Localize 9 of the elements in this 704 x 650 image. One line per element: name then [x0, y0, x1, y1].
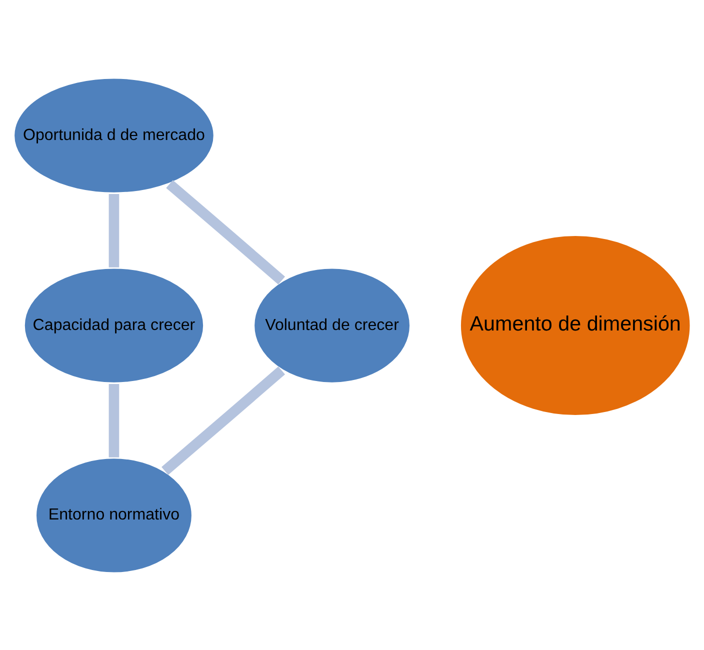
connector	[162, 366, 286, 474]
connector	[108, 383, 120, 457]
connector	[108, 194, 120, 267]
connector	[166, 180, 286, 284]
node-ellipse: Entorno normativo	[34, 456, 194, 574]
node-ellipse: Aumento de dimensión	[458, 233, 692, 417]
node-ellipse: Capacidad para crecer	[22, 266, 206, 384]
node-ellipse: Voluntad de crecer	[252, 266, 412, 384]
node-ellipse: Oportunida d de mercado	[12, 76, 216, 194]
